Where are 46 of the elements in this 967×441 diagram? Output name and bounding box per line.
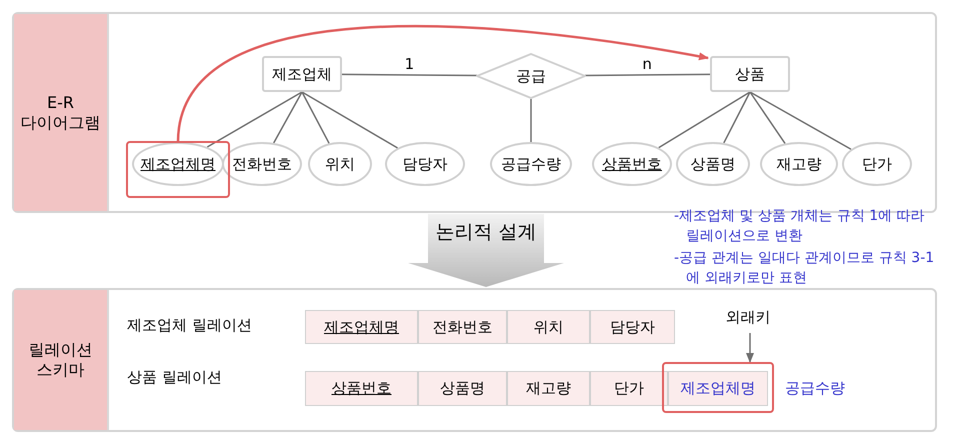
connector-line (530, 99, 532, 142)
table-cell: 상품번호 (305, 371, 418, 406)
attribute-ellipse: 위치 (308, 142, 372, 186)
relationship-diamond (476, 53, 586, 99)
entity-box: 상품 (710, 56, 790, 92)
entity-box: 제조업체 (262, 56, 342, 92)
table-cell: 재고량 (507, 371, 590, 406)
relationship-name: 공급 (516, 66, 546, 86)
connector-line (658, 91, 750, 148)
relation-name: 상품 릴레이션 (127, 368, 222, 387)
arrow (176, 24, 709, 142)
annotation-text: 외래키 (718, 305, 778, 329)
panel-heading: 릴레이션 스키마 (14, 290, 109, 430)
connector-line (302, 91, 398, 149)
connector-line (273, 92, 303, 144)
attribute-ellipse: 상품명 (676, 142, 750, 186)
connector-line (342, 74, 478, 76)
table-cell: 상품명 (418, 371, 507, 406)
table-cell: 전화번호 (418, 310, 507, 344)
note-text: -제조업체 및 상품 개체는 규칙 1에 따라 릴레이션으로 변환 (674, 207, 926, 246)
connector-line (301, 92, 330, 144)
attribute-ellipse: 단가 (842, 142, 912, 186)
table-cell: 단가 (590, 371, 668, 406)
panel-heading: E-R 다이어그램 (14, 14, 109, 211)
block-arrow (408, 214, 564, 287)
annotation-text: 공급수량 (770, 371, 860, 406)
attribute-ellipse: 재고량 (760, 142, 838, 186)
table-cell: 제조업체명 (668, 371, 768, 406)
arrow-label: 논리적 설계 (436, 220, 537, 245)
connector-line (723, 92, 751, 144)
connector-line (206, 91, 302, 148)
attribute-ellipse: 상품번호 (592, 142, 672, 186)
attribute-ellipse: 제조업체명 (132, 142, 224, 186)
table-cell: 제조업체명 (305, 310, 418, 344)
leader-arrow (746, 333, 754, 363)
table-cell: 담당자 (590, 310, 675, 344)
attribute-ellipse: 전화번호 (222, 142, 302, 186)
relation-name: 제조업체 릴레이션 (127, 316, 252, 335)
attribute-ellipse: 공급수량 (490, 142, 572, 186)
table-cell: 위치 (507, 310, 590, 344)
connector-line (750, 91, 852, 150)
diagram-panel (12, 288, 937, 432)
connector-line (584, 74, 710, 76)
connector-line (749, 92, 786, 144)
note-text: -공급 관계는 일대다 관계이므로 규칙 3-1에 외래키로만 표현 (674, 249, 936, 288)
attribute-ellipse: 담당자 (385, 142, 465, 186)
